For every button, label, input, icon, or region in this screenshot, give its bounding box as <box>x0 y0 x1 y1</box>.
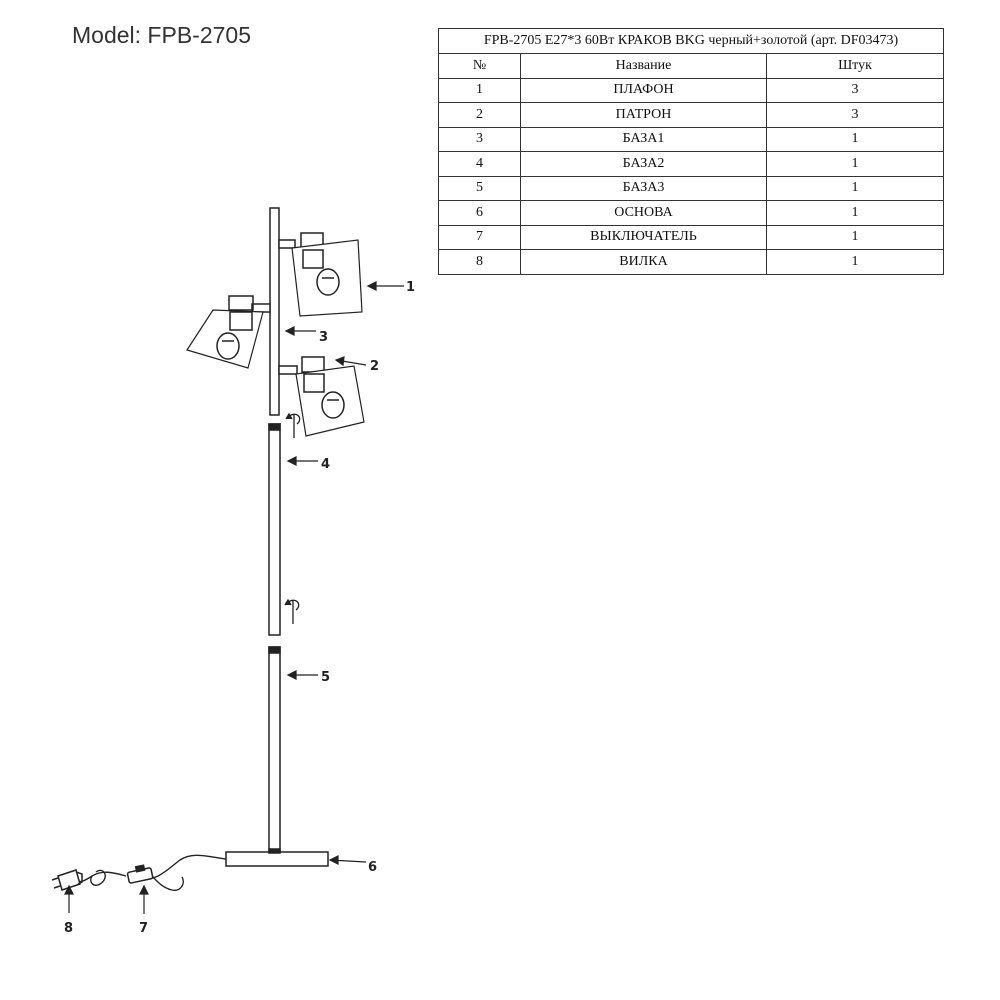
table-row: 6 ОСНОВА 1 <box>438 200 944 226</box>
table-row: 8 ВИЛКА 1 <box>438 249 944 275</box>
row-name: ВИЛКА <box>520 249 767 275</box>
leader-lines <box>64 281 404 914</box>
pole-section-middle <box>268 423 281 636</box>
lamp-head-lower-right <box>278 356 365 437</box>
pole-joint-bottom <box>268 646 281 654</box>
row-name: ОСНОВА <box>520 200 767 226</box>
row-name: ВЫКЛЮЧАТЕЛЬ <box>520 224 767 250</box>
rotate-arrow-icon <box>285 412 301 438</box>
pole-joint-middle <box>268 423 281 431</box>
row-name: БАЗА2 <box>520 151 767 177</box>
lamp-base <box>225 851 329 867</box>
table-row: 7 ВЫКЛЮЧАТЕЛЬ 1 <box>438 224 944 250</box>
row-number: 5 <box>438 175 521 201</box>
callout-1: 1 <box>406 280 415 295</box>
row-number: 4 <box>438 151 521 177</box>
callout-4: 4 <box>321 457 330 472</box>
row-number: 8 <box>438 249 521 275</box>
table-header-row: № Название Штук <box>438 53 944 79</box>
switch <box>126 864 154 884</box>
table-caption-row: FPB-2705 E27*3 60Вт КРАКОВ BKG черный+зо… <box>438 28 944 54</box>
row-number: 3 <box>438 126 521 152</box>
table-row: 4 БАЗА2 1 <box>438 151 944 177</box>
callout-3: 3 <box>319 330 328 345</box>
row-number: 2 <box>438 102 521 128</box>
row-name: БАЗА3 <box>520 175 767 201</box>
row-name: ПЛАФОН <box>520 77 767 103</box>
plug-icon <box>51 869 83 891</box>
row-quantity: 1 <box>766 249 944 275</box>
rotate-arrow-icon <box>284 598 300 624</box>
parts-table: FPB-2705 E27*3 60Вт КРАКОВ BKG черный+зо… <box>438 28 944 275</box>
pole-section-bottom <box>268 646 281 856</box>
lamp-head-upper-right <box>278 232 363 317</box>
row-quantity: 1 <box>766 175 944 201</box>
table-row: 5 БАЗА3 1 <box>438 175 944 201</box>
row-quantity: 3 <box>766 77 944 103</box>
model-title: Model: FPB-2705 <box>72 22 251 48</box>
callout-8: 8 <box>64 921 73 936</box>
base-socket <box>268 848 281 854</box>
pole-section-top <box>269 207 280 416</box>
callout-2: 2 <box>370 359 379 374</box>
callout-5: 5 <box>321 670 330 685</box>
header-number: № <box>438 53 521 79</box>
header-quantity: Штук <box>766 53 944 79</box>
row-number: 1 <box>438 77 521 103</box>
table-caption: FPB-2705 E27*3 60Вт КРАКОВ BKG черный+зо… <box>438 28 944 54</box>
lamp-head-left <box>186 295 271 369</box>
callout-7: 7 <box>139 921 148 936</box>
table-row: 2 ПАТРОН 3 <box>438 102 944 128</box>
callout-6: 6 <box>368 860 377 875</box>
row-quantity: 3 <box>766 102 944 128</box>
row-quantity: 1 <box>766 151 944 177</box>
table-row: 1 ПЛАФОН 3 <box>438 77 944 103</box>
row-name: ПАТРОН <box>520 102 767 128</box>
header-name: Название <box>520 53 767 79</box>
row-quantity: 1 <box>766 224 944 250</box>
table-row: 3 БАЗА1 1 <box>438 126 944 152</box>
